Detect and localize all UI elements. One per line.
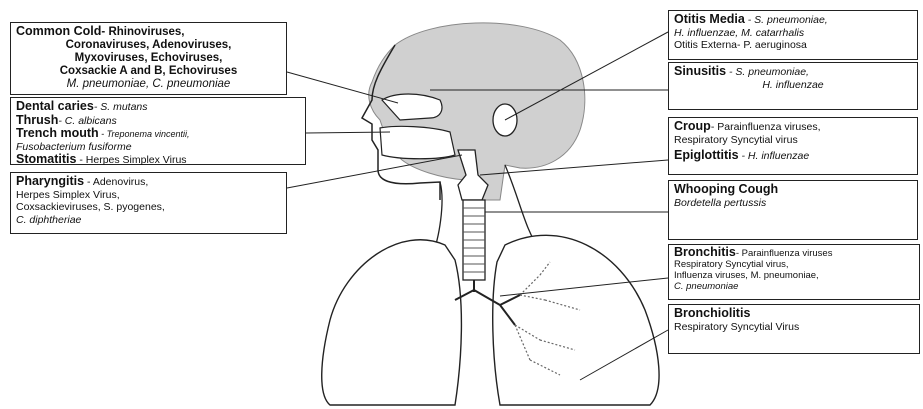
common-cold-text-3: Myxoviruses, Echoviruses, <box>75 52 223 64</box>
croup-text-2: Respiratory Syncytial virus <box>674 134 798 146</box>
trench-mouth-text-2: Fusobacterium fusiforme <box>16 141 132 153</box>
pharyngitis-text-3: Coxsackieviruses, S. pyogenes, <box>16 201 165 213</box>
stomatitis-title: Stomatitis <box>16 152 76 166</box>
label-bronchitis: Bronchitis- Parainfluenza viruses Respir… <box>668 244 920 300</box>
bronchitis-text-3: Influenza viruses, M. pneumoniae, <box>674 270 819 281</box>
label-whooping-cough: Whooping Cough Bordetella pertussis <box>668 180 918 240</box>
common-cold-text-5: M. pneumoniae, C. pneumoniae <box>67 78 231 90</box>
bronchitis-title: Bronchitis <box>674 245 736 259</box>
label-common-cold: Common Cold- Rhinoviruses, Coronaviruses… <box>10 22 287 95</box>
thrush-title: Thrush <box>16 113 58 127</box>
whooping-cough-text: Bordetella pertussis <box>674 197 766 209</box>
bronchiolitis-text: Respiratory Syncytial Virus <box>674 321 799 333</box>
label-bronchiolitis: Bronchiolitis Respiratory Syncytial Viru… <box>668 304 920 354</box>
left-lung <box>322 240 462 405</box>
dental-caries-text: - S. mutans <box>94 101 148 113</box>
trachea <box>463 200 485 280</box>
label-otitis-media: Otitis Media - S. pneumoniae, H. influen… <box>668 10 918 60</box>
sinusitis-text-1: - S. pneumoniae, <box>726 66 809 78</box>
otitis-media-text-2: H. influenzae, M. catarrhalis <box>674 27 804 39</box>
croup-title: Croup <box>674 119 711 133</box>
thrush-text: - C. albicans <box>58 115 116 127</box>
bronchitis-text-4: C. pneumoniae <box>674 281 738 292</box>
whooping-cough-title: Whooping Cough <box>674 182 778 196</box>
common-cold-text-1: - Rhinoviruses, <box>101 26 184 38</box>
label-mouth-infections: Dental caries- S. mutans Thrush- C. albi… <box>10 97 306 165</box>
pharyngitis-title: Pharyngitis <box>16 174 84 188</box>
bronchitis-text-1: - Parainfluenza viruses <box>736 248 833 259</box>
common-cold-text-4: Coxsackie A and B, Echoviruses <box>60 65 237 77</box>
right-lung <box>493 235 659 405</box>
label-croup: Croup- Parainfluenza viruses, Respirator… <box>668 117 918 175</box>
otitis-externa-text: Otitis Externa- P. aeruginosa <box>674 39 807 51</box>
pharyngitis-text-4: C. diphtheriae <box>16 214 81 226</box>
label-pharyngitis: Pharyngitis - Adenovirus, Herpes Simplex… <box>10 172 287 234</box>
sinusitis-title: Sinusitis <box>674 64 726 78</box>
sinusitis-text-2: H. influenzae <box>762 79 823 91</box>
common-cold-title: Common Cold <box>16 24 101 38</box>
label-sinusitis: Sinusitis - S. pneumoniae, H. influenzae <box>668 62 918 110</box>
trench-mouth-title: Trench mouth <box>16 126 99 140</box>
epiglottitis-text: - H. influenzae <box>739 150 810 162</box>
pharyngitis-text-2: Herpes Simplex Virus, <box>16 189 120 201</box>
epiglottitis-title: Epiglottitis <box>674 148 739 162</box>
otitis-media-title: Otitis Media <box>674 12 745 26</box>
pharyngitis-text-1: - Adenovirus, <box>84 176 148 188</box>
otitis-media-text-1: - S. pneumoniae, <box>745 14 828 26</box>
bronchitis-text-2: Respiratory Syncytial virus, <box>674 259 789 270</box>
common-cold-text-2: Coronaviruses, Adenoviruses, <box>66 39 232 51</box>
stomatitis-text: - Herpes Simplex Virus <box>76 154 186 166</box>
trench-mouth-text: - Treponema vincentii, <box>99 129 190 139</box>
bronchiolitis-title: Bronchiolitis <box>674 306 750 320</box>
oral-cavity <box>380 126 455 158</box>
leader-mouth <box>306 132 390 133</box>
croup-text-1: - Parainfluenza viruses, <box>711 121 821 133</box>
dental-caries-title: Dental caries <box>16 99 94 113</box>
